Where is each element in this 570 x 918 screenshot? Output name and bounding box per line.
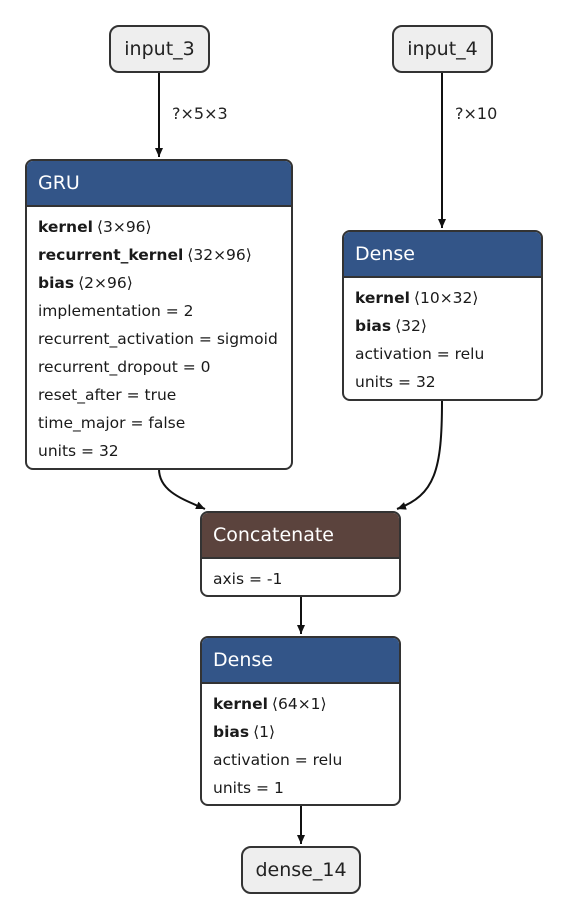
weight-dims: ⟨10×32⟩ bbox=[413, 289, 479, 307]
weight-dims: ⟨3×96⟩ bbox=[96, 218, 152, 236]
weight-row: kernel⟨3×96⟩ bbox=[38, 213, 281, 241]
attribute-row: units = 32 bbox=[355, 373, 436, 391]
attribute-row: reset_after = true bbox=[38, 386, 177, 404]
layer-node-concatenate[interactable]: Concatenate axis = -1 bbox=[200, 511, 401, 597]
weight-name: recurrent_kernel bbox=[38, 246, 184, 264]
edge-dense-concat bbox=[396, 400, 443, 510]
weight-name: kernel bbox=[355, 289, 410, 307]
weight-dims: ⟨1⟩ bbox=[253, 723, 276, 741]
attribute-row: time_major = false bbox=[38, 414, 186, 432]
attribute-row: recurrent_activation = sigmoid bbox=[38, 330, 278, 348]
input-node-input-3[interactable]: input_3 bbox=[109, 25, 210, 73]
weight-dims: ⟨32⟩ bbox=[395, 317, 427, 335]
attribute-row: recurrent_dropout = 0 bbox=[38, 358, 211, 376]
edge-gru-concat bbox=[158, 468, 206, 510]
input-node-input-4[interactable]: input_4 bbox=[392, 25, 493, 73]
weight-dims: ⟨64×1⟩ bbox=[271, 695, 327, 713]
layer-title: Concatenate bbox=[202, 513, 399, 559]
weight-name: bias bbox=[213, 723, 250, 741]
attribute-row: axis = -1 bbox=[213, 570, 283, 588]
layer-title: Dense bbox=[344, 232, 541, 278]
output-node-dense-14[interactable]: dense_14 bbox=[241, 846, 361, 894]
weight-name: kernel bbox=[213, 695, 268, 713]
attribute-row: units = 1 bbox=[213, 779, 284, 797]
weight-row: kernel⟨64×1⟩ bbox=[213, 690, 389, 718]
layer-node-gru[interactable]: GRU kernel⟨3×96⟩ recurrent_kernel⟨32×96⟩… bbox=[25, 159, 293, 470]
attribute-row: activation = relu bbox=[355, 345, 485, 363]
layer-title: GRU bbox=[27, 161, 291, 207]
edge-label-input-4-shape: ?×10 bbox=[455, 104, 498, 123]
attribute-row: implementation = 2 bbox=[38, 302, 194, 320]
layer-title: Dense bbox=[202, 638, 399, 684]
weight-name: bias bbox=[38, 274, 75, 292]
weight-row: recurrent_kernel⟨32×96⟩ bbox=[38, 241, 281, 269]
attribute-row: units = 32 bbox=[38, 442, 119, 460]
weight-row: bias⟨32⟩ bbox=[355, 312, 531, 340]
layer-node-dense-1[interactable]: Dense kernel⟨10×32⟩ bias⟨32⟩ activation … bbox=[342, 230, 543, 401]
weight-dims: ⟨32×96⟩ bbox=[187, 246, 252, 264]
weight-dims: ⟨2×96⟩ bbox=[78, 274, 133, 292]
weight-row: bias⟨2×96⟩ bbox=[38, 269, 281, 297]
layer-node-dense-2[interactable]: Dense kernel⟨64×1⟩ bias⟨1⟩ activation = … bbox=[200, 636, 401, 806]
weight-name: bias bbox=[355, 317, 392, 335]
attribute-row: activation = relu bbox=[213, 751, 343, 769]
weight-row: kernel⟨10×32⟩ bbox=[355, 284, 531, 312]
weight-name: kernel bbox=[38, 218, 93, 236]
edge-label-input-3-shape: ?×5×3 bbox=[172, 104, 228, 123]
weight-row: bias⟨1⟩ bbox=[213, 718, 389, 746]
